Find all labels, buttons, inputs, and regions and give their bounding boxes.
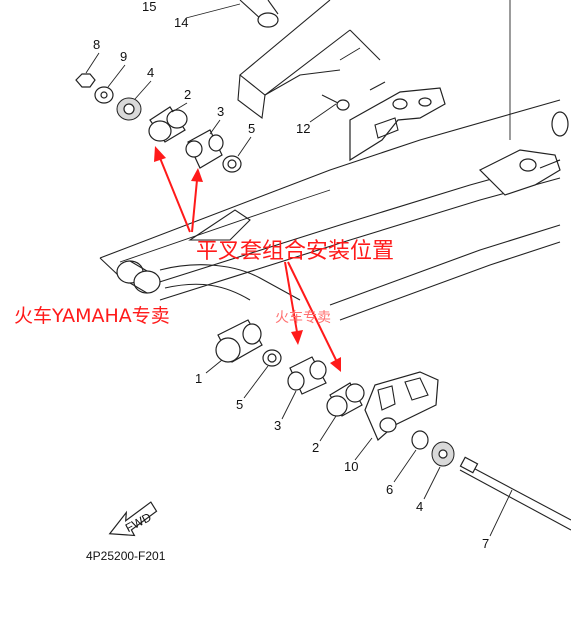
- faint-watermark: 火车专卖: [275, 309, 331, 326]
- lower-parts-group: [215, 319, 571, 531]
- callout-4-upper: 4: [147, 65, 154, 80]
- callout-10: 10: [344, 459, 358, 474]
- annotation-arrows: [154, 146, 341, 372]
- upper-parts-group: [75, 73, 242, 173]
- callout-5-lower: 5: [236, 397, 243, 412]
- callout-7: 7: [482, 536, 489, 551]
- callout-2-upper: 2: [184, 87, 191, 102]
- callout-4-lower: 4: [416, 499, 423, 514]
- callout-15: 15: [142, 0, 156, 14]
- catalog-code: 4P25200-F201: [86, 549, 166, 563]
- axle-7: [461, 461, 571, 521]
- upper-frame: [237, 0, 569, 196]
- callout-2-lower: 2: [312, 440, 319, 455]
- install-position-banner: 平叉套组合安装位置: [196, 239, 394, 264]
- shop-watermark: 火车YAMAHA专卖: [14, 305, 170, 327]
- callouts: 15 14 8 9 4 2 3 5 12 1 5 3 2 10 6 4 7: [85, 0, 513, 551]
- bolt-12: [321, 94, 350, 111]
- chain-puller-10: [364, 371, 439, 441]
- swingarm-body: [99, 47, 561, 321]
- callout-8: 8: [93, 37, 100, 52]
- callout-12: 12: [296, 121, 310, 136]
- callout-3-lower: 3: [274, 418, 281, 433]
- nut-8: [75, 73, 96, 88]
- forward-direction-icon: FWD: [108, 501, 158, 537]
- washer-6: [411, 430, 429, 450]
- callout-9: 9: [120, 49, 127, 64]
- callout-14: 14: [174, 15, 188, 30]
- callout-5-upper: 5: [248, 121, 255, 136]
- callout-6: 6: [386, 482, 393, 497]
- callout-1: 1: [195, 371, 202, 386]
- callout-3-upper: 3: [217, 104, 224, 119]
